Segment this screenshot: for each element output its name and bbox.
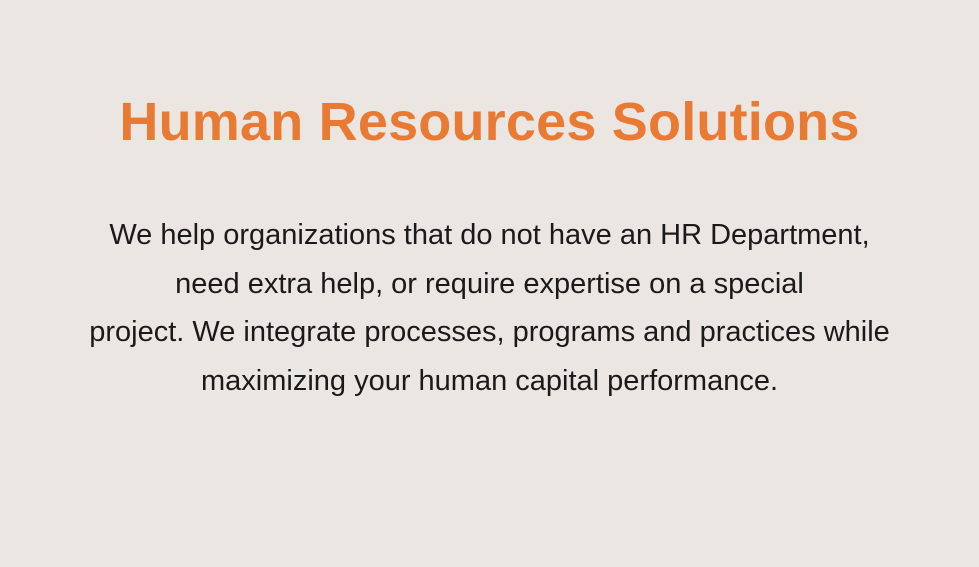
description-line-4: maximizing your human capital performanc… — [200, 364, 779, 397]
description-line-2: need extra help, or require expertise on… — [175, 267, 804, 300]
section-title: Human Resources Solutions — [119, 92, 860, 152]
section-description: We help organizations that do not have a… — [40, 211, 939, 405]
description-line-3: project. We integrate processes, program… — [89, 316, 890, 348]
description-line-1: We help organizations that do not have a… — [109, 219, 870, 251]
